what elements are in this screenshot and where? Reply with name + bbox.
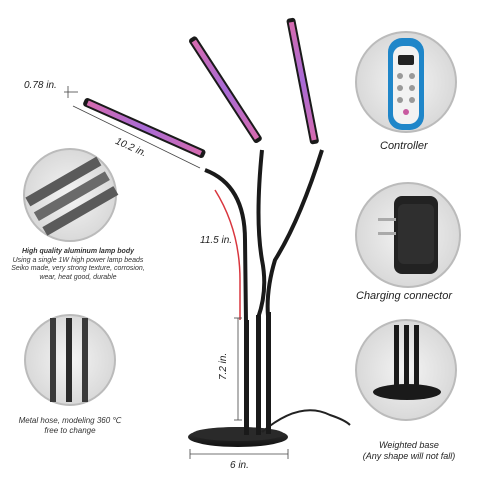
pole-right <box>266 312 271 434</box>
lamp-body-description: High quality aluminum lamp body Using a … <box>8 248 148 282</box>
lamp-head-left <box>83 98 206 159</box>
red-wire <box>214 189 241 320</box>
pole-height-label: 7.2 in. <box>218 352 229 380</box>
dim-lamp-length <box>72 105 201 169</box>
pole-middle <box>256 315 261 435</box>
metal-hose-caption: Metal hose, modeling 360 ℃ free to chang… <box>18 416 122 435</box>
dim-pole-height <box>234 317 242 421</box>
power-cable <box>261 409 351 433</box>
gooseneck-right <box>265 149 324 317</box>
head-width-label: 0.78 in. <box>24 80 57 91</box>
power-adapter-icon <box>355 182 461 288</box>
metal-hose-icon <box>24 314 116 406</box>
gooseneck-left <box>204 168 248 323</box>
base-width-label: 6 in. <box>230 460 249 471</box>
lamp-body-title: High quality aluminum lamp body <box>21 248 134 255</box>
weighted-base-caption: Weighted base (Any shape will not fall) <box>350 440 468 462</box>
weighted-base-title: Weighted base <box>379 440 439 450</box>
controller-caption: Controller <box>380 140 428 152</box>
dim-head-width <box>64 86 78 98</box>
hose-length-label: 11.5 in. <box>200 235 233 246</box>
lamp-head-middle <box>189 36 262 144</box>
weighted-base-note: (Any shape will not fall) <box>362 451 456 461</box>
lamp-head-right <box>286 17 319 145</box>
pole-left <box>244 320 249 435</box>
charging-connector-caption: Charging connector <box>356 290 453 302</box>
gooseneck-middle <box>256 149 267 319</box>
lamp-body-text: Using a single 1W high power lamp beads … <box>11 256 145 281</box>
controller-remote-icon <box>355 31 457 133</box>
dim-base-width <box>189 449 289 459</box>
weighted-base-icon <box>355 319 457 421</box>
lamp-body-icon <box>23 148 119 242</box>
